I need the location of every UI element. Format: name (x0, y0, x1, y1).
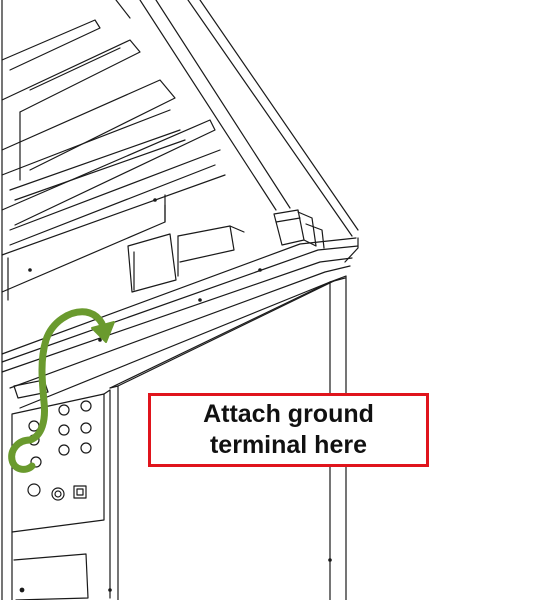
control-panel (11, 389, 111, 600)
interior-boxes (127, 225, 245, 293)
lid-arm (115, 0, 359, 237)
interior-panels (1, 19, 226, 301)
terminal-slot (13, 379, 49, 399)
callout-label: Attach ground terminal here (203, 400, 374, 459)
callout-box: Attach ground terminal here (148, 393, 429, 467)
fasteners (28, 198, 332, 592)
curved-arrow-icon (8, 308, 115, 473)
